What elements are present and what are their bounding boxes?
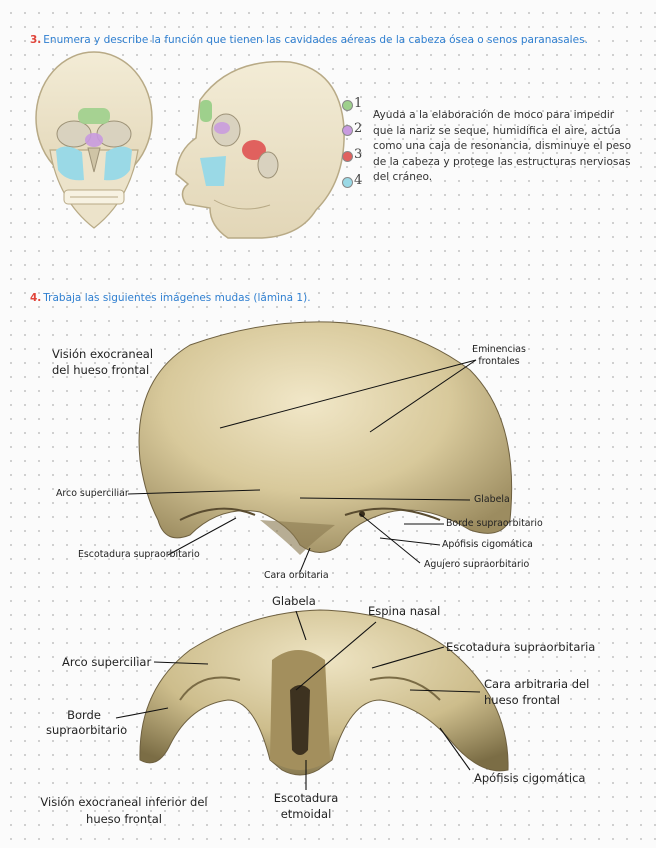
label-escotadura-supraorbitaria-2: Escotadura supraorbitaria — [446, 640, 595, 654]
label-cara-orbitaria: Cara orbitaria — [264, 570, 329, 581]
frontal-bone-inferior-image — [140, 610, 508, 775]
label-apofisis-cigomatica-1: Apófisis cigomática — [442, 539, 533, 550]
legend-number-1: 1 — [354, 96, 362, 111]
label-borde-supraorbitario-2: Borde supraorbitario — [46, 708, 122, 738]
legend-dot-3 — [342, 151, 353, 162]
label-cara-arbitraria: Cara arbitraria del hueso frontal — [484, 676, 602, 708]
skull-front-illustration — [36, 52, 152, 228]
legend-dot-1 — [342, 100, 353, 111]
skull-side-illustration — [176, 62, 344, 238]
figure-2-title: Visión exocraneal inferior del hueso fro… — [34, 794, 214, 828]
legend-number-3: 3 — [354, 147, 362, 162]
label-escotadura-supraorbitario-1: Escotadura supraorbitario — [78, 549, 200, 560]
label-glabela-1: Glabela — [474, 494, 510, 505]
label-espina-nasal: Espina nasal — [368, 604, 440, 618]
label-arco-superciliar-1: Arco superciliar — [56, 488, 129, 499]
label-eminencias-frontales: Eminencias frontales — [468, 344, 530, 368]
legend-number-4: 4 — [354, 173, 362, 188]
question-4-text: Trabaja las siguientes imágenes mudas (l… — [43, 292, 310, 304]
sinus-function-answer: Ayuda a la elaboración de moco para impe… — [373, 108, 635, 186]
label-borde-supraorbitario-1: Borde supraorbitario — [446, 518, 543, 529]
label-glabela-2: Glabela — [272, 594, 316, 608]
question-4-number: 4. — [30, 292, 41, 304]
label-arco-superciliar-2: Arco superciliar — [62, 655, 151, 669]
legend-dot-2 — [342, 125, 353, 136]
label-apofisis-cigomatica-2: Apófisis cigomática — [474, 771, 585, 785]
label-escotadura-etmoidal: Escotadura etmoidal — [266, 790, 346, 822]
figure-1-title: Visión exocraneal del hueso frontal — [52, 346, 162, 378]
legend-dot-4 — [342, 177, 353, 188]
legend-number-2: 2 — [354, 121, 362, 136]
question-4: 4.Trabaja las siguientes imágenes mudas … — [30, 292, 311, 304]
label-agujero-supraorbitario: Agujero supraorbitario — [424, 559, 529, 570]
